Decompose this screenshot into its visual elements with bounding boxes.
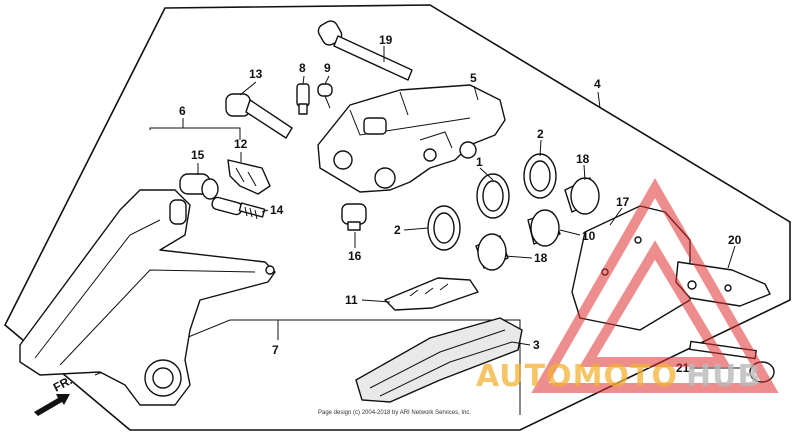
callout-13: 13 (249, 67, 263, 81)
bracket-group-bracket (149, 127, 241, 140)
callout-2-lower: 2 (394, 223, 401, 237)
callout-12: 12 (234, 137, 248, 151)
bleeder-valve-8 (296, 83, 310, 115)
piston-18-upper (564, 177, 600, 215)
bushing-15 (179, 173, 219, 200)
callout-18-lower: 18 (534, 251, 548, 265)
piston-seals-upper (476, 153, 557, 219)
callout-16: 16 (348, 249, 362, 263)
piston-seals-lower (427, 205, 461, 251)
pin-bolt-13 (225, 93, 293, 139)
callout-2-upper: 2 (537, 127, 544, 141)
copyright-text: Page design (c) 2004-2018 by ARI Network… (318, 410, 471, 416)
front-label: FR. (51, 373, 75, 394)
caliper-body-5 (317, 84, 506, 193)
callout-4: 4 (594, 77, 601, 91)
caliper-bracket (19, 189, 276, 406)
mounting-bolt-16 (341, 203, 367, 231)
callout-14: 14 (270, 203, 284, 217)
callout-8: 8 (299, 61, 306, 75)
callout-9: 9 (324, 61, 331, 75)
callout-15: 15 (191, 148, 205, 162)
callout-10: 10 (582, 229, 596, 243)
piston-10 (527, 209, 561, 247)
long-pin-19 (317, 20, 413, 81)
callout-7: 7 (272, 343, 279, 357)
callout-3: 3 (533, 338, 540, 352)
watermark-logo: AUTOMOTO HUB (476, 177, 779, 394)
front-direction-arrow: FR. (34, 373, 74, 416)
callout-19: 19 (379, 33, 393, 47)
brake-pad-set-3 (355, 317, 523, 403)
callout-11: 11 (345, 293, 358, 307)
watermark-text-hub: HUB (686, 359, 761, 394)
watermark-triangle-outer (531, 177, 779, 393)
callout-1: 1 (476, 155, 483, 169)
callout-17: 17 (616, 195, 630, 209)
watermark-triangle-inner (579, 240, 731, 367)
callout-5: 5 (470, 71, 477, 85)
pin-bolt-14 (211, 196, 266, 220)
piston-18-lower (475, 233, 509, 271)
retainer-clip-12 (227, 159, 271, 195)
pad-spring-11 (384, 277, 479, 311)
callout-20: 20 (728, 233, 742, 247)
callout-18-upper: 18 (576, 152, 590, 166)
leader-lines (197, 46, 740, 369)
callout-6: 6 (179, 104, 186, 118)
bleeder-cap-9 (317, 83, 333, 109)
watermark-text-main: AUTOMOTO (476, 359, 678, 394)
